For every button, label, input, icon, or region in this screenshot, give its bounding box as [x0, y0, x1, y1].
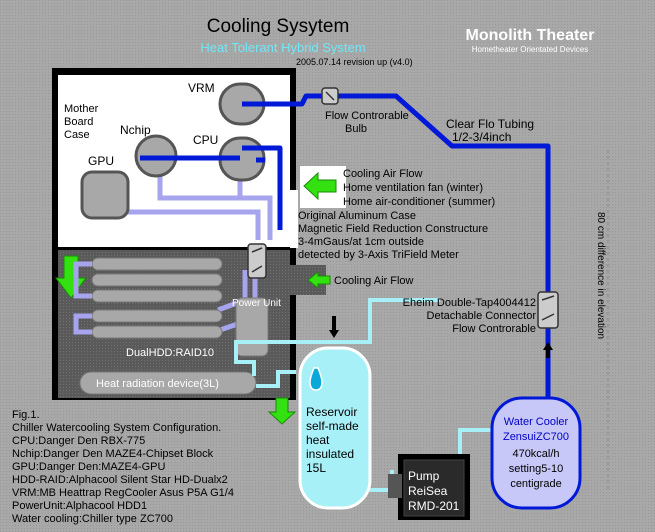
- flow-bulb-label-1: Flow Controrable: [325, 110, 409, 122]
- air-flow-top-2: Home ventilation fan (winter): [343, 182, 483, 194]
- detachable-connector-valve: [537, 291, 559, 329]
- cooler-label-3: 470kcal/h: [512, 448, 559, 460]
- legend-line-5: GPU:Danger Den:MAZE4-GPU: [12, 461, 165, 473]
- legend-line-7: VRM:MB Heattrap RegCooler Asus P5A G1/4: [12, 487, 234, 499]
- gpu-label: GPU: [88, 154, 114, 168]
- brand-name: Monolith Theater: [466, 27, 595, 44]
- alu-case-2: Magnetic Field Reduction Constructure: [298, 223, 488, 235]
- reservoir-label-2: self-made: [306, 419, 359, 433]
- legend-line-1: Fig.1.: [12, 409, 40, 421]
- pump: [388, 454, 470, 520]
- heat-radiator: [79, 371, 257, 395]
- legend-line-4: Nchip:Danger Den MAZE4-Chipset Block: [12, 448, 214, 460]
- case-label-2: Board: [64, 116, 93, 128]
- alu-case-1: Original Aluminum Case: [298, 210, 416, 222]
- air-flow-mid-label: Cooling Air Flow: [334, 275, 414, 287]
- elevation-label: 80 cm difference in elevation: [595, 212, 606, 339]
- alu-case-3: 3-4mGaus/at 1cm outside: [298, 236, 424, 248]
- flow-direction-arrows: [329, 316, 553, 358]
- case-connector-valve: [247, 243, 267, 279]
- hdd-blocks: [91, 257, 223, 339]
- connector-label-3: Flow Controrable: [452, 323, 536, 335]
- power-unit-label: Power Unit: [232, 298, 281, 309]
- air-flow-top-1: Cooling Air Flow: [343, 168, 423, 180]
- gpu-block: [80, 170, 130, 220]
- cooler-label-2: ZensuiZC700: [503, 431, 569, 443]
- nchip-label: Nchip: [120, 123, 151, 137]
- page-title: Cooling Sysytem: [207, 16, 350, 37]
- legend-line-3: CPU:Danger Den RBX-775: [12, 435, 145, 447]
- air-flow-top-3: Home air-conditioner (summer): [343, 196, 495, 208]
- cooler-label-5: centigrade: [510, 478, 561, 490]
- hdd-label: DualHDD:RAID10: [126, 347, 214, 359]
- flow-bulb-valve: [321, 87, 339, 105]
- hdd-pipes: [73, 261, 92, 335]
- air-flow-arrow-down-bottom: [267, 397, 297, 425]
- reservoir-label-3: heat: [306, 433, 330, 447]
- air-flow-arrow-top: [300, 166, 346, 208]
- reservoir-label-1: Reservoir: [306, 405, 357, 419]
- case-edge: [290, 190, 298, 248]
- connector-label-1: Eheim Double-Tap4004412: [403, 297, 536, 309]
- legend-line-2: Chiller Watercooling System Configuratio…: [12, 422, 221, 434]
- radiator-label: Heat radiation device(3L): [96, 378, 219, 390]
- air-flow-arrow-mid: [307, 270, 331, 290]
- case-label-3: Case: [64, 129, 90, 141]
- reservoir-label-5: 15L: [306, 461, 326, 475]
- legend-line-8: PowerUnit:Alphacool HDD1: [12, 500, 147, 512]
- tubing-label-1: Clear Flo Tubing: [446, 117, 534, 131]
- revision-note: 2005.07.14 revision up (v4.0): [296, 57, 413, 67]
- cpu-label: CPU: [193, 133, 218, 147]
- water-cooler: [490, 396, 582, 510]
- pump-label-2: ReiSea: [408, 484, 448, 498]
- reservoir: [298, 346, 372, 510]
- reservoir-label-4: insulated: [306, 447, 354, 461]
- tubing-label-2: 1/2-3/4inch: [452, 130, 511, 144]
- cooler-label-1: Water Cooler: [504, 416, 569, 428]
- cooler-label-4: setting5-10: [509, 463, 563, 475]
- pump-label-1: Pump: [408, 469, 440, 483]
- brand-tagline: Hometheater Orientated Devices: [472, 45, 589, 54]
- connector-label-2: Detachable Connector: [427, 310, 537, 322]
- case-label-1: Mother: [64, 103, 99, 115]
- pump-label-3: RMD-201: [408, 499, 460, 513]
- vrm-label: VRM: [188, 81, 215, 95]
- legend-line-6: HDD-RAID:Alphacool Silent Star HD-Dualx2: [12, 474, 228, 486]
- flow-bulb-label-2: Bulb: [345, 123, 367, 135]
- alu-case-4: detected by 3-Axis TriField Meter: [298, 249, 459, 261]
- legend-line-9: Water cooling:Chiller type ZC700: [12, 513, 173, 525]
- page-subtitle: Heat Tolerant Hybrid System: [200, 40, 365, 55]
